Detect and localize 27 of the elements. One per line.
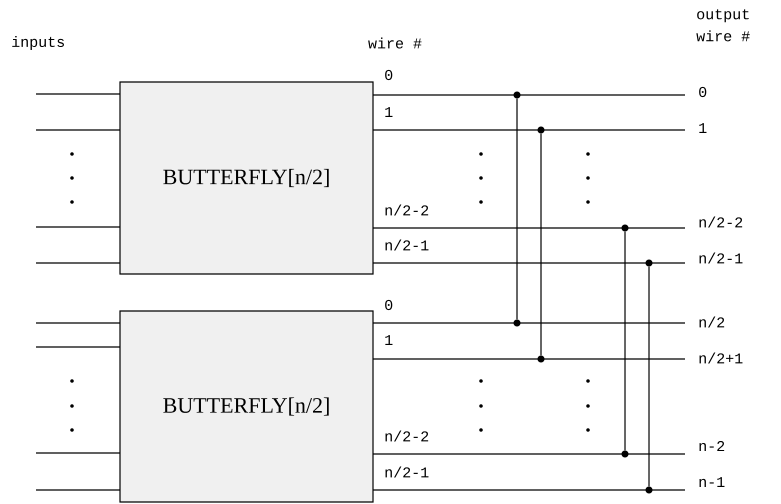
wire-number: 0 — [699, 86, 706, 98]
junction-dot — [622, 450, 628, 458]
wire-number: n/2 — [700, 316, 724, 328]
butterfly-box: BUTTERFLY[n/2] — [119, 310, 374, 503]
wire-number: n/2-2 — [700, 216, 742, 228]
junction-dot — [646, 486, 652, 494]
connector-line — [624, 232, 626, 450]
wire-number: n-1 — [700, 477, 724, 487]
junction-dot — [538, 126, 544, 134]
wire-number: n/2+1 — [700, 352, 742, 364]
junction-dot — [646, 260, 652, 266]
column-heading: output wire # — [696, 9, 750, 42]
connector-line — [648, 266, 650, 486]
butterfly-box: BUTTERFLY[n/2] — [119, 81, 374, 275]
junction-dot — [514, 320, 520, 326]
wire-number: 1 — [699, 123, 706, 133]
junction-dot — [538, 356, 544, 362]
wire-number: n/2-1 — [700, 252, 742, 264]
wire-number: 0 — [385, 70, 392, 80]
wire-number: n-2 — [700, 440, 724, 452]
column-heading: inputs — [12, 36, 64, 50]
junction-dot — [514, 92, 520, 98]
junction-dot — [622, 224, 628, 232]
wire-number: 0 — [385, 300, 392, 310]
connector-line — [516, 98, 518, 320]
column-heading: wire # — [368, 38, 422, 48]
connector-line — [540, 134, 542, 356]
